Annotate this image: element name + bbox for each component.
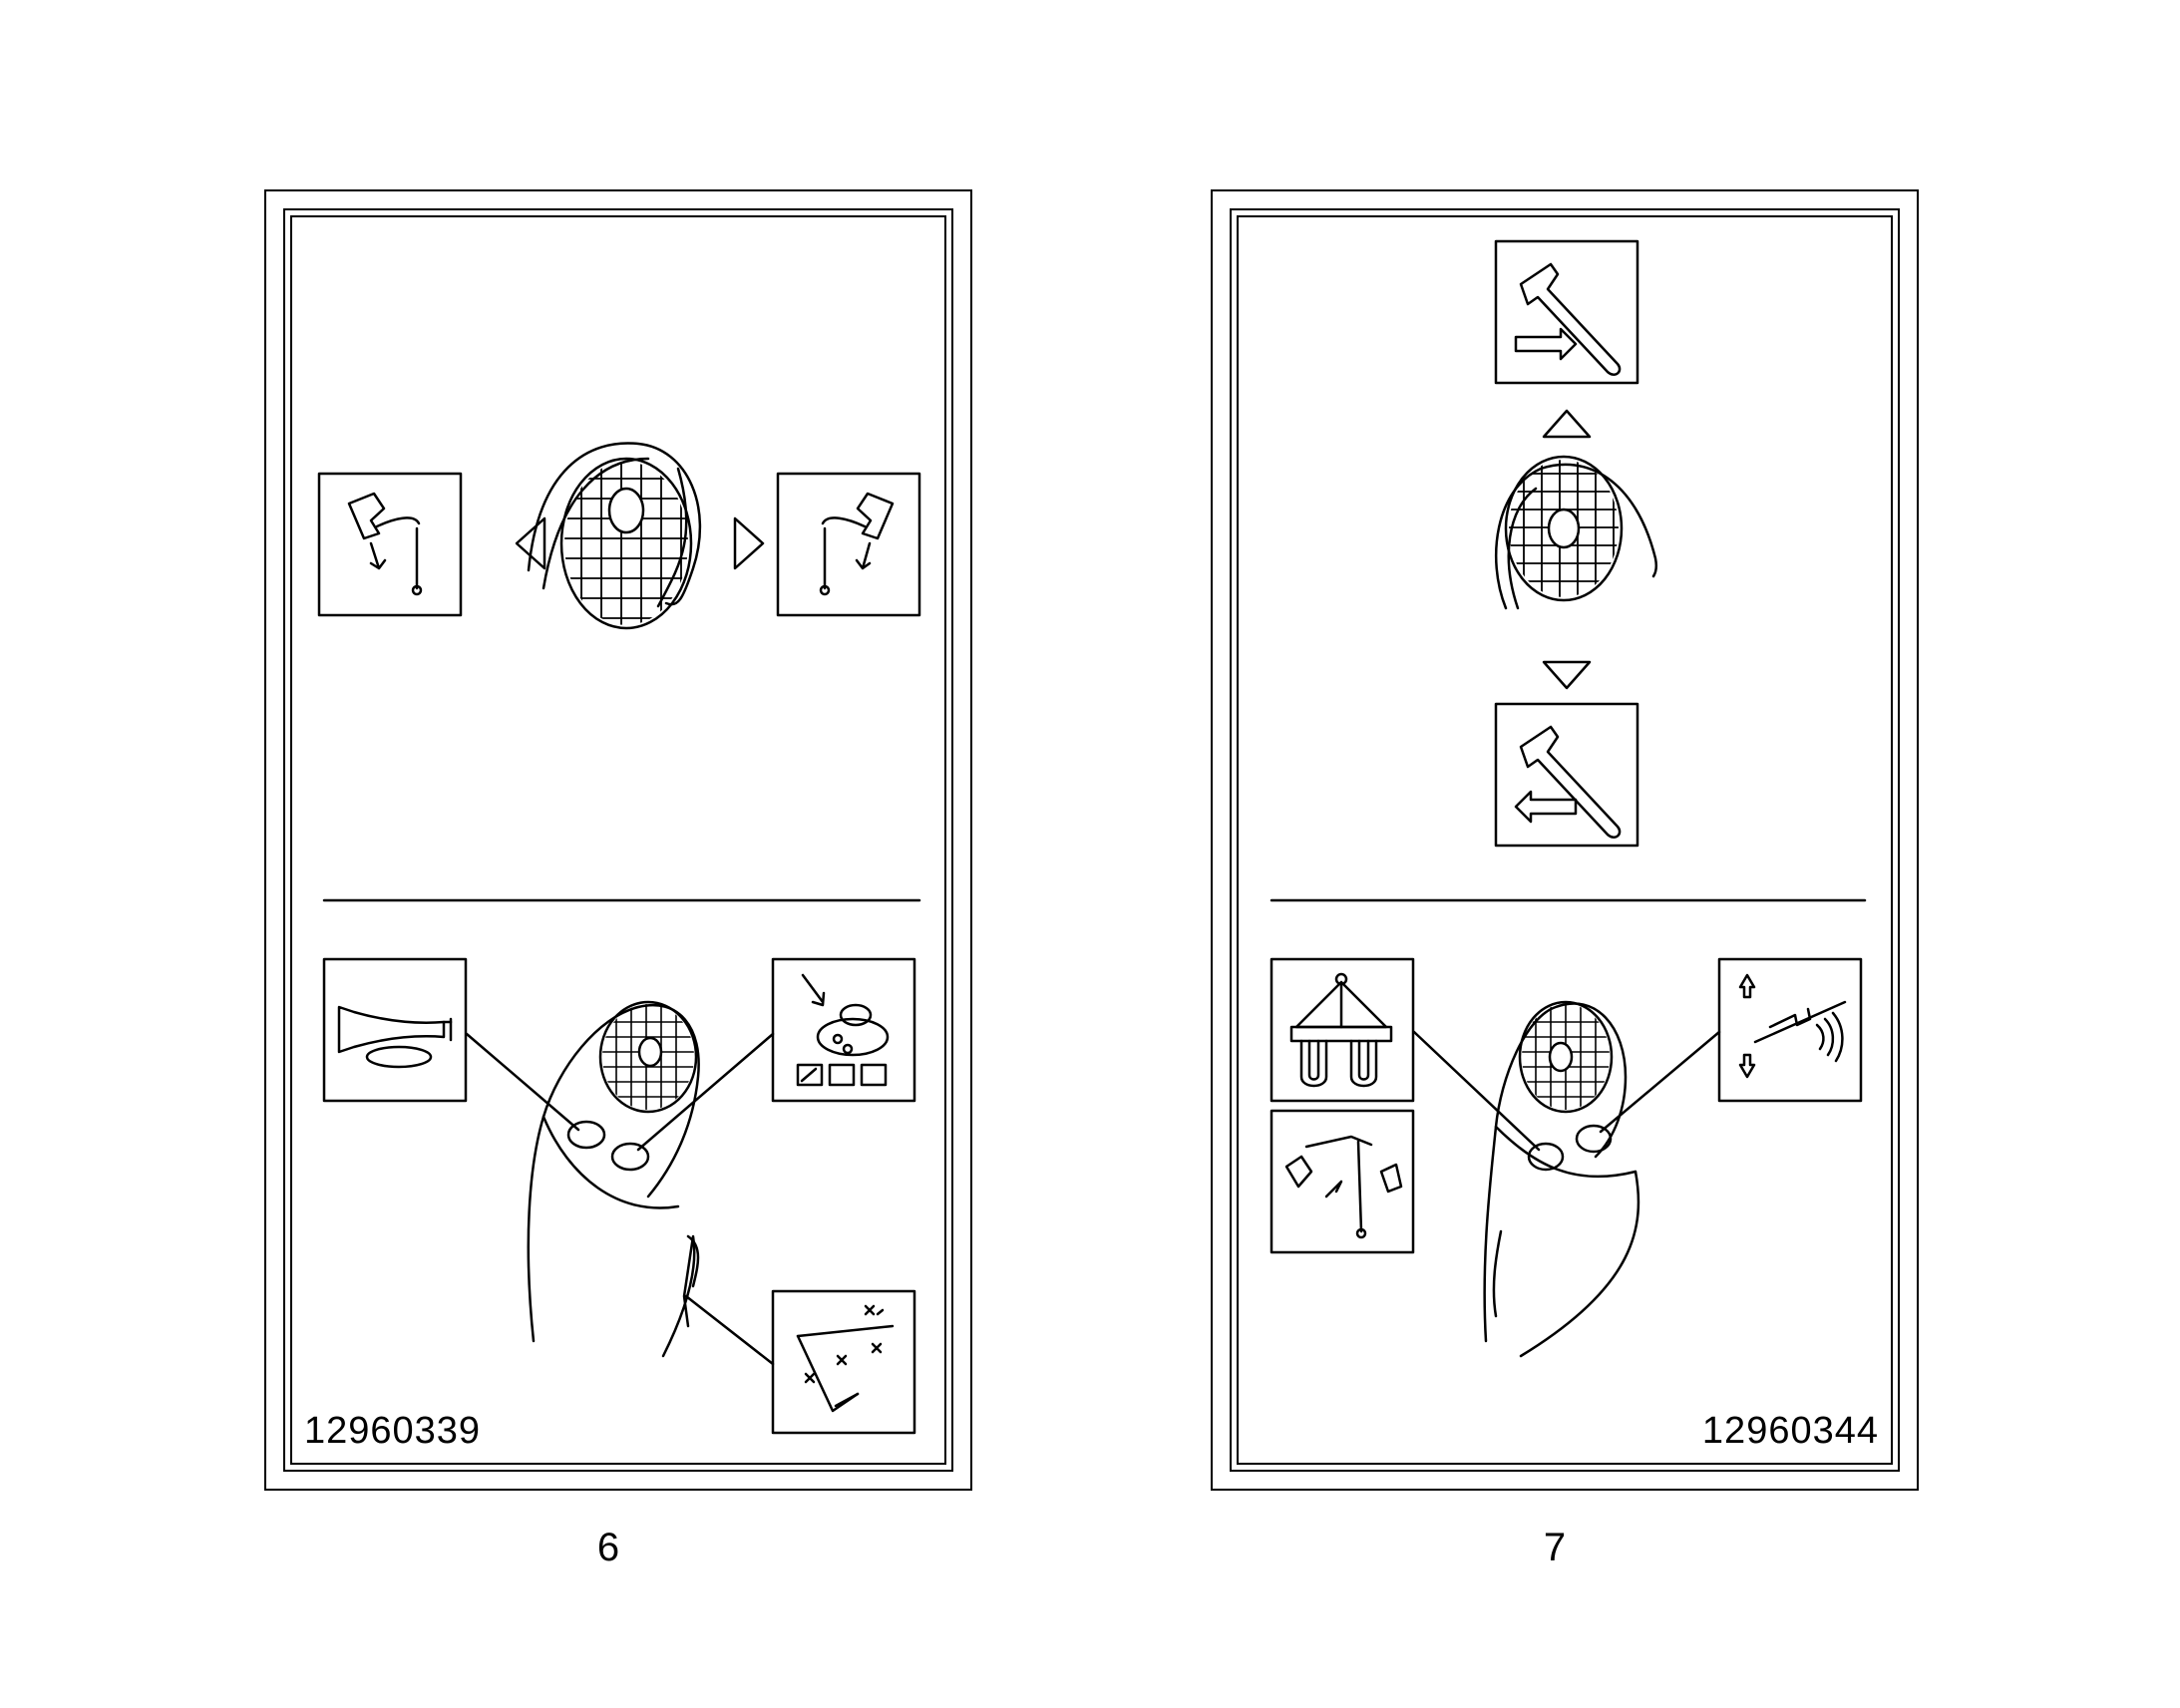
hammer-on-icon — [1494, 239, 1639, 385]
swing-left-arrow-icon — [515, 516, 546, 570]
boom-mode-icon — [771, 1289, 916, 1435]
quick-coupler-icon — [771, 957, 916, 1103]
decal-6-joystick-graphic — [465, 1000, 775, 1366]
left-thumb-button — [566, 1120, 606, 1150]
boom-swing-left-icon — [317, 472, 463, 617]
figure-label-7: 7 — [1543, 1526, 1567, 1569]
decal-7-inner-border — [1237, 215, 1893, 1465]
decal-6-part-number: 12960339 — [304, 1410, 482, 1452]
decal-6-panel: 12960339 — [264, 189, 972, 1491]
figure-label-6: 6 — [596, 1526, 620, 1569]
decal-7-panel: 12960344 — [1211, 189, 1919, 1491]
decal-7-artwork — [1270, 239, 1867, 1358]
hammer-off-icon — [1494, 702, 1639, 848]
decal-7-joystick-graphic — [1412, 1000, 1721, 1358]
hammer-down-arrow-icon — [1542, 660, 1592, 690]
right-thumb-button — [610, 1142, 650, 1172]
right-thumb-button — [1575, 1124, 1613, 1154]
decal-6-inner-border — [290, 215, 946, 1465]
hammer-up-arrow-icon — [1542, 409, 1592, 439]
horn-icon — [322, 957, 468, 1103]
vibration-up-down-icon — [1717, 957, 1863, 1103]
bucket-icon — [1270, 957, 1415, 1103]
decal-7-border — [1230, 208, 1900, 1472]
swing-boom-icon — [1270, 1109, 1415, 1254]
boom-swing-right-icon — [776, 472, 921, 617]
decal-7-part-number: 12960344 — [1701, 1410, 1879, 1452]
left-thumb-button — [1527, 1142, 1565, 1172]
decal-6-border — [283, 208, 953, 1472]
swing-right-arrow-icon — [733, 516, 765, 570]
